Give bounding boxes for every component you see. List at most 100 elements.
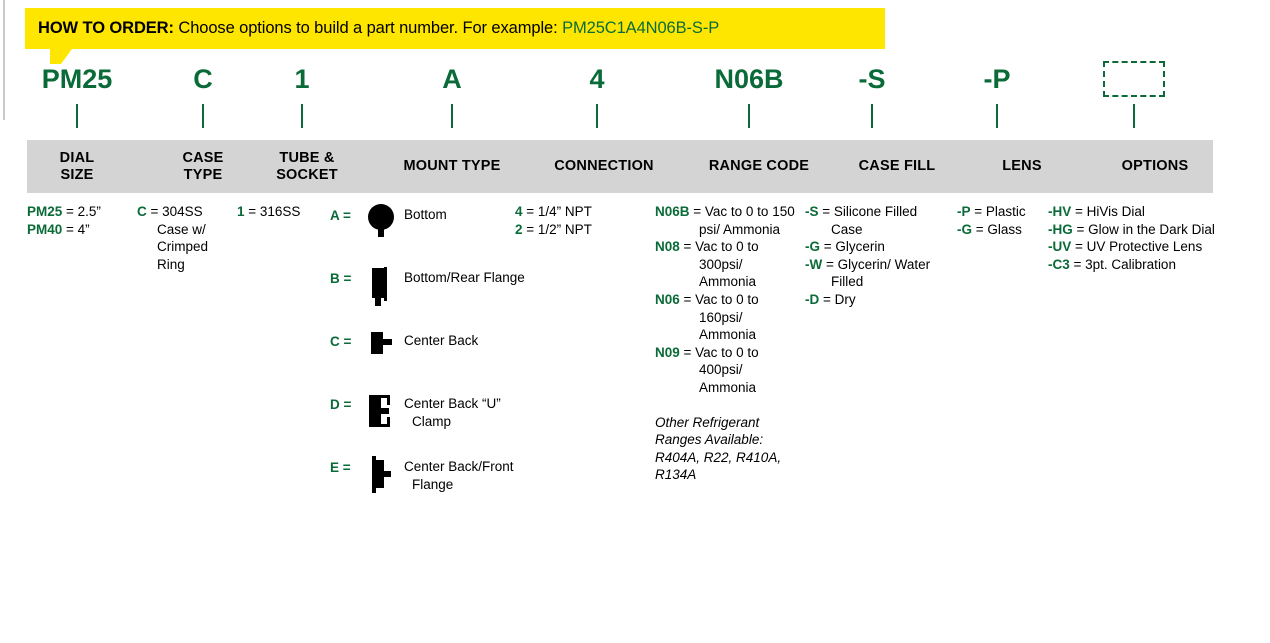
- header-line-1: CONNECTION: [554, 158, 654, 174]
- option-code: -P: [957, 204, 971, 219]
- example-part-number: PM25C1A4N06B-S-P: [562, 19, 720, 37]
- part-segment-case-type[interactable]: C: [153, 62, 253, 128]
- header-line-2: SIZE: [60, 166, 94, 183]
- column-header-dial-size: DIAL SIZE: [27, 140, 127, 193]
- option-code: -S: [805, 204, 819, 219]
- option-entry: C = 304SS Case w/ Crimped Ring: [137, 203, 227, 273]
- mount-code: C =: [330, 334, 352, 349]
- option-entry: -HV = HiVis Dial: [1048, 203, 1228, 221]
- option-entry: N08 = Vac to 0 to 300psi/ Ammonia: [655, 238, 800, 291]
- option-entry: -C3 = 3pt. Calibration: [1048, 256, 1228, 274]
- option-text: = 1/2” NPT: [522, 221, 592, 237]
- option-text: = Silicone Filled Case: [818, 204, 918, 237]
- option-text: = Glycerin: [820, 239, 885, 255]
- connector-tick: [1133, 104, 1135, 128]
- mount-label: Bottom: [404, 207, 447, 222]
- option-code: N06: [655, 291, 680, 307]
- part-segment-value: 4: [589, 64, 605, 94]
- bottom-mount-icon: [358, 203, 404, 238]
- header-line-1: LENS: [1002, 158, 1042, 174]
- option-code: PM40: [27, 221, 63, 237]
- part-segment-mount-type[interactable]: A: [402, 62, 502, 128]
- option-text: = HiVis Dial: [1071, 204, 1145, 219]
- option-entry: N06B = Vac to 0 to 150 psi/ Ammonia: [655, 203, 800, 238]
- mount-option-row[interactable]: E = Center Back/Front Flange: [330, 455, 530, 501]
- part-segment-connection[interactable]: 4: [547, 62, 647, 128]
- connector-tick: [996, 104, 998, 128]
- mount-option-row[interactable]: A = Bottom: [330, 203, 530, 249]
- column-header-range-code: RANGE CODE: [669, 140, 849, 193]
- mount-code: D =: [330, 397, 352, 412]
- option-entry: N09 = Vac to 0 to 400psi/ Ammonia: [655, 344, 800, 397]
- mount-option-row[interactable]: C = Center Back: [330, 329, 530, 375]
- option-entry: -HG = Glow in the Dark Dial: [1048, 221, 1228, 239]
- option-code: N06B: [655, 204, 690, 219]
- how-to-order-text: HOW TO ORDER: Choose options to build a …: [25, 19, 719, 38]
- connector-tick: [451, 104, 453, 128]
- option-code: 4: [515, 204, 523, 219]
- column-header-band: DIAL SIZE CASE TYPE TUBE & SOCKET MOUNT …: [27, 140, 1213, 193]
- header-line-1: CASE: [182, 149, 224, 166]
- column-tube-socket: 1 = 316SS: [237, 203, 337, 221]
- option-entry: PM25 = 2.5”: [27, 203, 137, 221]
- option-entry: -P = Plastic: [957, 203, 1067, 221]
- option-text: = 3pt. Calibration: [1069, 256, 1176, 272]
- column-header-mount-type: MOUNT TYPE: [362, 140, 542, 193]
- option-columns: PM25 = 2.5” PM40 = 4” C = 304SS Case w/ …: [27, 203, 1270, 633]
- option-entry: 1 = 316SS: [237, 203, 337, 221]
- how-to-order-banner: HOW TO ORDER: Choose options to build a …: [25, 8, 885, 49]
- header-line-1: CASE FILL: [858, 158, 936, 174]
- option-code: -D: [805, 291, 820, 307]
- part-segment-value: -P: [983, 64, 1011, 94]
- column-header-connection: CONNECTION: [514, 140, 694, 193]
- option-code: -W: [805, 256, 823, 272]
- mount-code: A =: [330, 208, 351, 223]
- option-code: N09: [655, 344, 680, 360]
- how-to-order-heading: HOW TO ORDER:: [38, 19, 174, 37]
- option-code: N08: [655, 239, 680, 255]
- page-edge-line: [3, 0, 5, 120]
- header-line-1: DIAL: [59, 149, 95, 166]
- option-text: = Glow in the Dark Dial: [1072, 221, 1215, 237]
- part-segment-dial-size[interactable]: PM25: [27, 62, 127, 128]
- mount-label: Center Back: [404, 333, 479, 348]
- column-mount-type: A = Bottom B = Bottom/Rear Flange C: [330, 203, 530, 518]
- option-entry: -D = Dry: [805, 291, 945, 309]
- option-code: -HV: [1048, 204, 1072, 219]
- option-entry: -G = Glass: [957, 221, 1067, 239]
- option-entry: N06 = Vac to 0 to 160psi/ Ammonia: [655, 291, 800, 344]
- option-code: 1: [237, 204, 245, 219]
- mount-label: Center Back/Front Flange: [404, 459, 514, 492]
- option-entry: 4 = 1/4” NPT: [515, 203, 645, 221]
- part-segment-range-code[interactable]: N06B: [684, 62, 814, 128]
- option-text: = 304SS Case w/ Crimped Ring: [146, 204, 209, 272]
- connector-tick: [202, 104, 204, 128]
- option-code: -HG: [1048, 221, 1073, 237]
- column-header-tube-socket: TUBE & SOCKET: [252, 140, 362, 193]
- center-back-icon: [358, 329, 404, 358]
- mount-code: E =: [330, 460, 351, 475]
- option-text: = Vac to 0 to 150 psi/ Ammonia: [689, 204, 795, 237]
- option-text: = 4”: [62, 221, 90, 237]
- column-range-code: N06B = Vac to 0 to 150 psi/ Ammonia N08 …: [655, 203, 800, 484]
- part-segment-options[interactable]: [1064, 61, 1204, 128]
- part-segment-case-fill[interactable]: -S: [822, 62, 922, 128]
- mount-option-row[interactable]: D = Center Back “U” Clamp: [330, 392, 530, 438]
- column-header-lens: LENS: [952, 140, 1092, 193]
- option-text: = Vac to 0 to 160psi/ Ammonia: [679, 291, 759, 343]
- options-empty-box[interactable]: [1103, 61, 1165, 97]
- column-connection: 4 = 1/4” NPT 2 = 1/2” NPT: [515, 203, 645, 238]
- option-text: = Plastic: [970, 204, 1026, 219]
- option-code: PM25: [27, 204, 63, 219]
- connector-tick: [748, 104, 750, 128]
- part-segment-tube-socket[interactable]: 1: [252, 62, 352, 128]
- part-segment-lens[interactable]: -P: [947, 62, 1047, 128]
- option-code: -G: [957, 221, 972, 237]
- part-segment-value: 1: [294, 64, 310, 94]
- column-case-type: C = 304SS Case w/ Crimped Ring: [137, 203, 227, 273]
- mount-option-row[interactable]: B = Bottom/Rear Flange: [330, 266, 530, 312]
- part-number-row: PM25 C 1 A 4 N06B -S -P: [27, 61, 1213, 140]
- option-entry: PM40 = 4”: [27, 221, 137, 239]
- header-line-1: RANGE CODE: [708, 158, 810, 174]
- option-text: = Glass: [972, 221, 1022, 237]
